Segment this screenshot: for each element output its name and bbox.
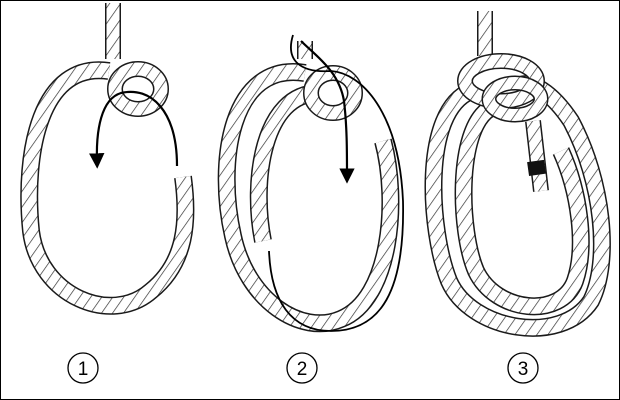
step-2-number: 2 xyxy=(297,359,308,380)
step-3-badge xyxy=(507,352,539,384)
guide-path-line xyxy=(268,34,404,332)
arrow-icon xyxy=(89,90,179,169)
step-2-illustration: 2 xyxy=(217,34,404,384)
step-1-badge xyxy=(67,352,99,384)
step-1-number: 1 xyxy=(78,359,89,380)
step-3-number: 3 xyxy=(518,359,529,380)
arrow-icon xyxy=(300,40,355,184)
step-3-illustration: 3 xyxy=(424,11,611,384)
step-1-illustration: 1 xyxy=(20,3,195,384)
whipping-icon xyxy=(527,159,546,177)
step-2-badge xyxy=(286,352,318,384)
